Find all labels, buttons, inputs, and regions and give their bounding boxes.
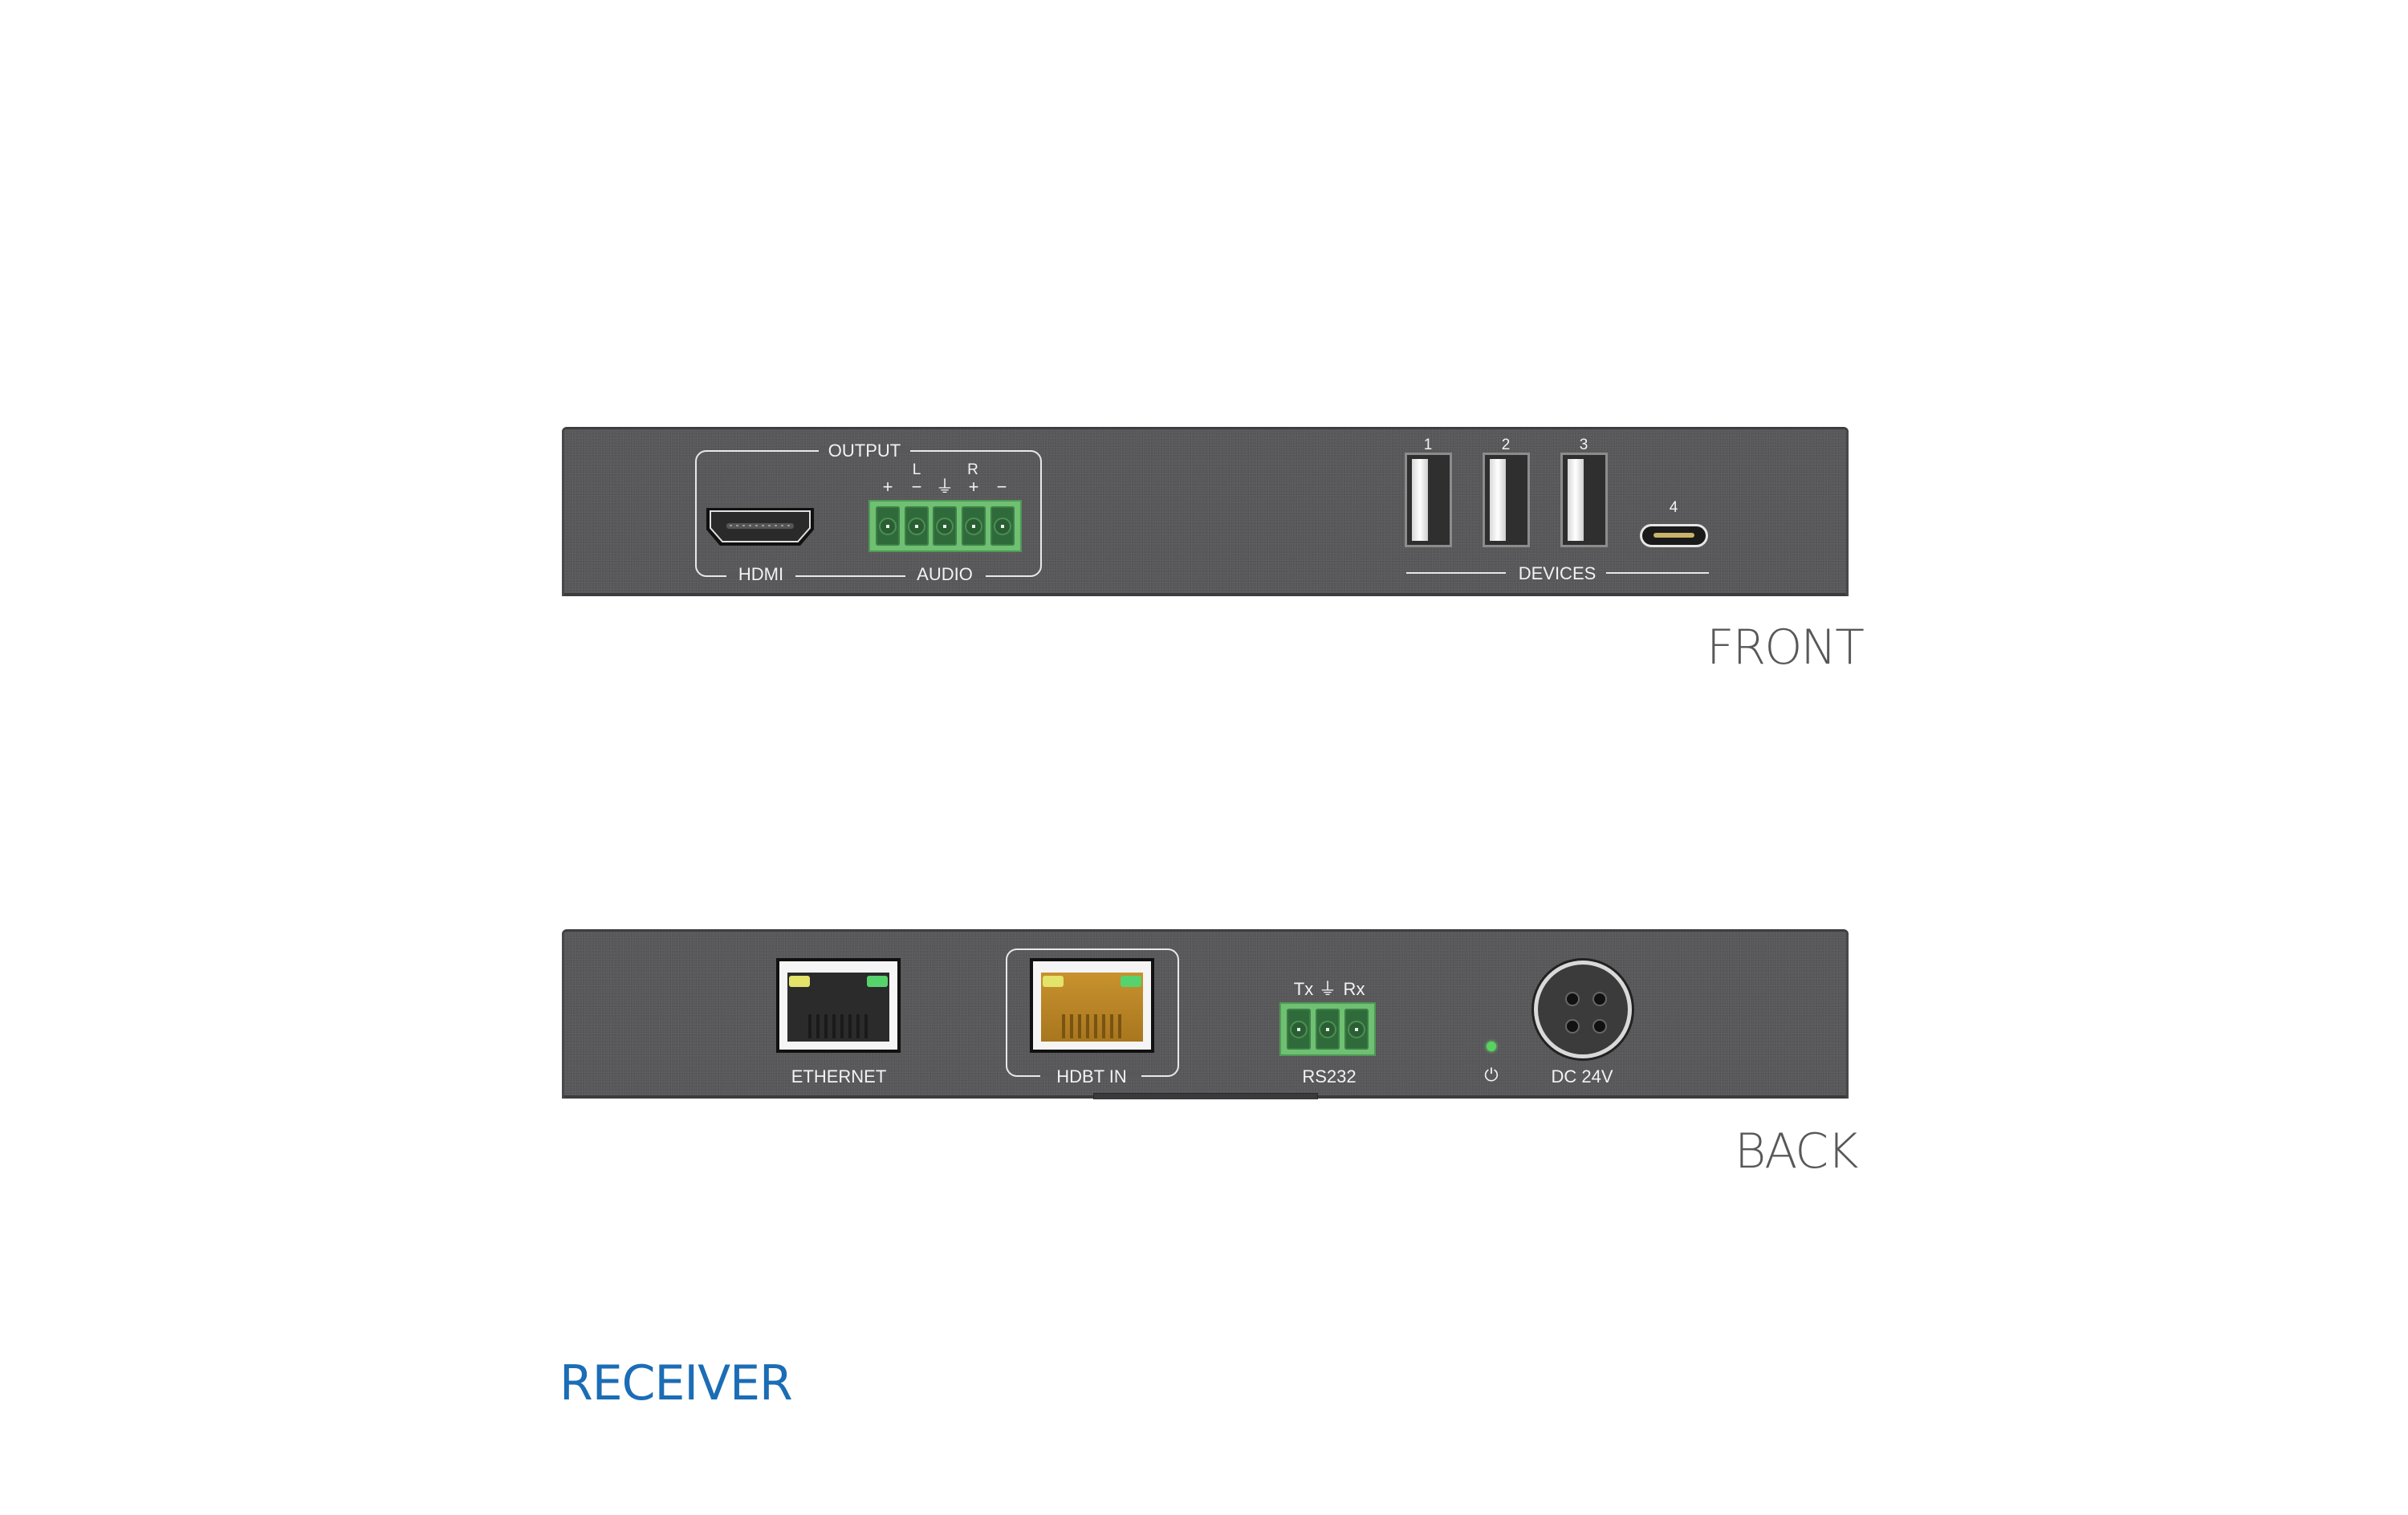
link-led-yellow — [1043, 976, 1064, 987]
usb-a-port-3[interactable] — [1560, 453, 1608, 547]
ethernet-label: ETHERNET — [791, 1066, 887, 1086]
rs232-label: RS232 — [1302, 1066, 1357, 1086]
ground-icon: ⏚ — [935, 477, 954, 497]
usb-a-port-1[interactable] — [1405, 453, 1452, 547]
dc-24v-label: DC 24V — [1551, 1066, 1613, 1086]
devices-divider-right — [1606, 572, 1709, 574]
usb-a-port-2[interactable] — [1483, 453, 1530, 547]
usb-port-1-label: 1 — [1423, 437, 1433, 453]
terminal-pin — [1316, 1009, 1340, 1050]
devices-divider-left — [1406, 572, 1506, 574]
terminal-pin — [990, 506, 1015, 546]
link-led-yellow — [789, 976, 810, 987]
usb-port-4-label: 4 — [1669, 499, 1678, 516]
dc-power-jack[interactable] — [1534, 961, 1632, 1058]
devices-label: DEVICES — [1518, 563, 1597, 583]
hdmi-output-port[interactable] — [704, 506, 816, 548]
back-view-label: BACK — [1735, 1123, 1859, 1180]
rs232-rx-label: Rx — [1343, 979, 1365, 999]
terminal-pin — [1344, 1009, 1369, 1050]
usb-c-port-4[interactable] — [1640, 524, 1708, 547]
power-led — [1487, 1042, 1496, 1051]
hdmi-label: HDMI — [738, 564, 784, 584]
link-led-green — [867, 976, 888, 987]
terminal-pin — [962, 506, 986, 546]
bottom-tab — [1093, 1093, 1318, 1099]
audio-terminal-block[interactable] — [868, 500, 1022, 552]
audio-pin-label: − — [996, 477, 1007, 497]
audio-pin-label: + — [968, 477, 979, 497]
usb-port-3-label: 3 — [1579, 437, 1588, 453]
front-view-label: FRONT — [1706, 619, 1865, 676]
ethernet-port[interactable] — [776, 958, 901, 1053]
audio-channel-right-label: R — [967, 461, 978, 478]
usb-port-2-label: 2 — [1501, 437, 1511, 453]
terminal-pin — [875, 506, 900, 546]
hdbt-in-port[interactable] — [1030, 958, 1154, 1053]
audio-channel-left-label: L — [912, 461, 921, 478]
hdbt-in-label: HDBT IN — [1056, 1066, 1127, 1086]
device-title: RECEIVER — [559, 1355, 793, 1411]
output-group-label: OUTPUT — [828, 441, 901, 461]
power-icon: ⏻ — [1484, 1065, 1499, 1085]
terminal-pin — [1287, 1009, 1311, 1050]
back-panel — [562, 929, 1849, 1099]
front-panel — [562, 427, 1849, 596]
audio-pin-label: − — [911, 477, 922, 497]
terminal-pin — [933, 506, 958, 546]
audio-label: AUDIO — [917, 564, 973, 584]
audio-pin-label: + — [882, 477, 893, 497]
terminal-pin — [904, 506, 929, 546]
ground-icon: ⏚ — [1318, 979, 1337, 999]
rs232-terminal-block[interactable] — [1279, 1002, 1376, 1056]
rs232-tx-label: Tx — [1293, 979, 1314, 999]
link-led-green — [1121, 976, 1141, 987]
